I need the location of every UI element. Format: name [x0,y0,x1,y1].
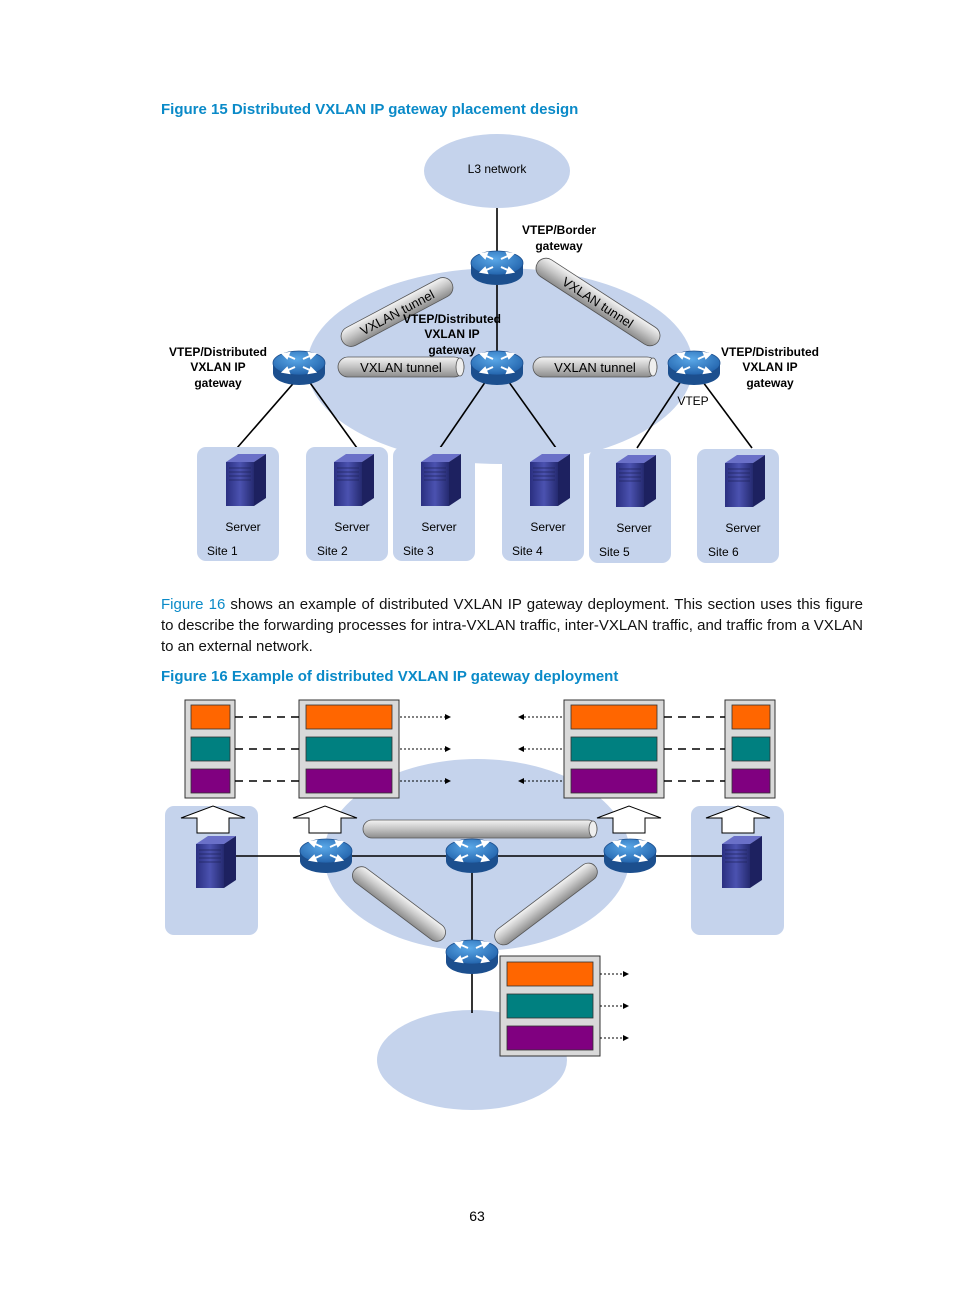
server-icon [420,453,462,507]
server-label: Server [530,520,565,534]
figure-16-caption: Figure 16 Example of distributed VXLAN I… [161,668,619,685]
page-number: 63 [469,1208,485,1224]
server-icon [225,453,267,507]
table-box-right-small [724,699,776,799]
table-box-right-large [563,699,665,799]
l3-network-cloud [424,134,570,208]
center-label-line3: gateway [428,343,476,357]
site-label: Site 4 [512,544,543,558]
server-icon [333,453,375,507]
left-server-icon [195,835,237,889]
site-6: Server Site 6 [697,449,779,563]
l3-network-label: L3 network [468,162,528,176]
site-4: Server Site 4 [502,447,584,561]
server-icon [724,454,766,508]
server-icon [615,454,657,508]
server-label: Server [725,521,760,535]
server-label: Server [421,520,456,534]
table-box-left-small [184,699,236,799]
right-server-icon [721,835,763,889]
gateway-left-router-icon [272,350,326,386]
figure-16-link[interactable]: Figure 16 [161,596,226,613]
site-label: Site 1 [207,544,238,558]
center-label-line2: VXLAN IP [424,327,479,341]
up-arrow-icon [705,805,771,834]
server-label: Server [225,520,260,534]
paragraph-text: shows an example of distributed VXLAN IP… [161,596,863,655]
site-2: Server Site 2 [306,447,388,561]
site-3: Server Site 3 [393,447,475,561]
server-label: Server [616,521,651,535]
border-label-line1: VTEP/Border [522,223,596,237]
right-label-line2: VXLAN IP [742,360,797,374]
table-box-left-large [298,699,400,799]
right-label-line1: VTEP/Distributed [721,345,819,359]
up-arrow-icon [596,805,662,834]
right-vtep-router-icon [603,838,657,874]
figure-15-caption: Figure 15 Distributed VXLAN IP gateway p… [161,101,579,118]
border-gateway-router-icon [470,250,524,286]
border-vtep-router-icon [445,939,499,975]
vxlan-tunnel-left-center: VXLAN tunnel [337,356,465,378]
site-label: Site 3 [403,544,434,558]
left-label-line1: VTEP/Distributed [169,345,267,359]
up-arrow-icon [292,805,358,834]
network-links [236,208,753,449]
tunnel-label: VXLAN tunnel [360,360,442,375]
gateway-right-router-icon [667,350,721,386]
tunnel-label: VXLAN tunnel [554,360,636,375]
left-vtep-router-icon [299,838,353,874]
center-vtep-router-icon [445,838,499,874]
left-label-line3: gateway [194,376,242,390]
vxlan-tunnel-center-right: VXLAN tunnel [532,356,658,378]
server-icon [529,453,571,507]
up-arrow-icon [180,805,246,834]
site-5: Server Site 5 [589,449,671,563]
table-box-border [499,955,601,1057]
vtep-label: VTEP [677,394,708,408]
center-label-line1: VTEP/Distributed [403,312,501,326]
site-label: Site 5 [599,545,630,559]
site-label: Site 6 [708,545,739,559]
border-label-line2: gateway [535,239,583,253]
server-label: Server [334,520,369,534]
right-label-line3: gateway [746,376,794,390]
gateway-center-router-icon [470,350,524,386]
site-label: Site 2 [317,544,348,558]
body-paragraph: Figure 16 shows an example of distribute… [161,594,863,657]
figure-16-diagram [165,699,784,1110]
site-1: Server Site 1 [197,447,279,561]
left-label-line2: VXLAN IP [190,360,245,374]
